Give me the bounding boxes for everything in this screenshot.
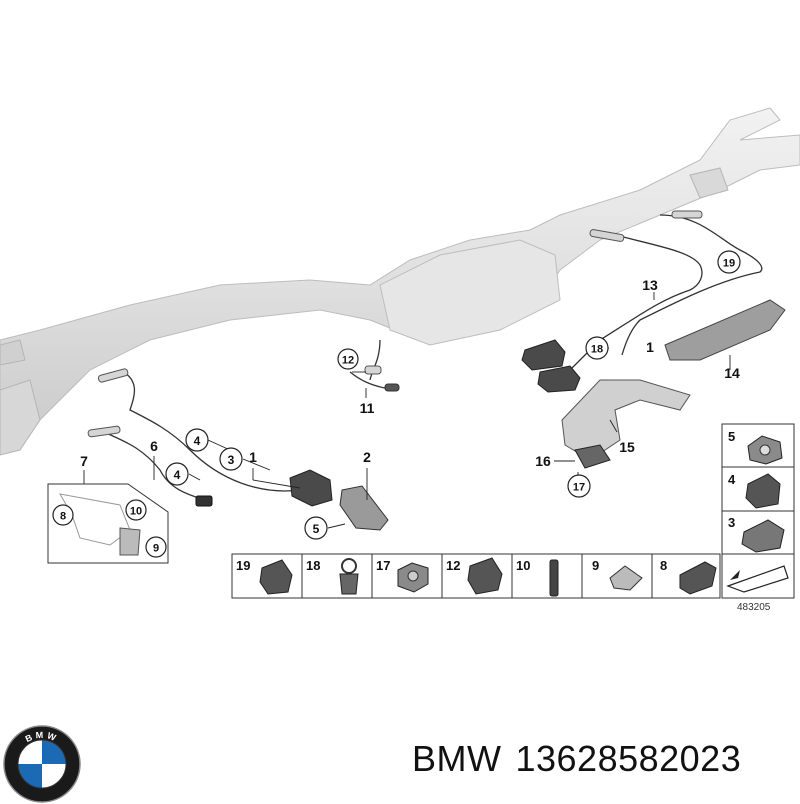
label-13: 13: [642, 277, 658, 293]
callout-4-lower: 4: [165, 462, 189, 486]
svg-text:3: 3: [228, 453, 235, 467]
svg-text:19: 19: [236, 558, 250, 573]
svg-text:8: 8: [660, 558, 667, 573]
svg-text:5: 5: [313, 522, 320, 536]
part-cell-18: 18: [306, 558, 359, 595]
callout-9: 9: [145, 536, 167, 558]
label-7: 7: [80, 453, 88, 469]
svg-text:4: 4: [728, 472, 736, 487]
label-15: 15: [619, 439, 635, 455]
exhaust-pipe: [0, 107, 800, 456]
part-cell-3: 3: [728, 515, 785, 553]
oxygen-sensor-left-upper: [97, 368, 129, 383]
svg-text:9: 9: [592, 558, 599, 573]
parts-column: 5 4 3: [721, 423, 795, 599]
svg-text:8: 8: [60, 511, 66, 523]
svg-text:12: 12: [446, 558, 460, 573]
callout-4-upper: 4: [185, 428, 209, 452]
part-cell-8: 8: [660, 558, 717, 595]
part-cell-4: 4: [728, 472, 781, 509]
callout-18: 18: [585, 336, 609, 360]
svg-text:10: 10: [130, 506, 142, 518]
part-number: 13628582023: [515, 738, 742, 779]
connector-18-upper: [521, 339, 566, 371]
part-cell-19: 19: [236, 558, 293, 595]
oxygen-sensor-left-lower: [87, 425, 121, 438]
svg-text:5: 5: [728, 429, 735, 444]
svg-text:17: 17: [573, 482, 585, 494]
brand-name: BMW: [412, 738, 502, 779]
insulation-arrow-icon: [726, 565, 789, 593]
svg-text:19: 19: [723, 258, 735, 270]
svg-text:18: 18: [306, 558, 320, 573]
callout-19: 19: [717, 250, 741, 274]
label-1: 1: [249, 449, 257, 465]
part-cell-10: 10: [516, 558, 559, 597]
callout-10: 10: [125, 499, 147, 521]
callout-3: 3: [219, 447, 243, 471]
parts-strip: 19 18 17 12 10 9 8: [231, 553, 721, 599]
svg-text:10: 10: [516, 558, 530, 573]
svg-text:9: 9: [153, 543, 159, 555]
diagram-id: 483205: [737, 602, 771, 613]
bmw-logo: BMW: [3, 725, 81, 803]
label-11: 11: [360, 400, 375, 416]
oxygen-sensor-right-upper: [671, 210, 703, 219]
svg-text:12: 12: [342, 355, 354, 367]
clip-16: [574, 444, 611, 469]
oxygen-sensor-center: [364, 365, 400, 392]
svg-text:4: 4: [194, 434, 201, 448]
svg-text:3: 3: [728, 515, 735, 530]
callout-5: 5: [304, 516, 328, 540]
label-14: 14: [724, 365, 740, 381]
callout-8: 8: [52, 504, 74, 526]
connector-bracket-2: [339, 485, 389, 531]
label-1-right: 1: [646, 339, 654, 355]
connector-1: [289, 469, 333, 507]
part-cell-9: 9: [592, 558, 643, 591]
svg-text:4: 4: [174, 468, 181, 482]
part-caption: BMW 13628582023: [412, 738, 755, 780]
label-16: 16: [535, 453, 551, 469]
connector-6: [195, 495, 213, 507]
part-cell-17: 17: [376, 558, 429, 593]
callout-12: 12: [337, 348, 359, 370]
label-6: 6: [150, 438, 158, 454]
heat-shield-14: [664, 299, 786, 361]
callout-17: 17: [567, 474, 591, 498]
svg-text:BMW: BMW: [24, 730, 60, 744]
oxygen-sensor-right-lower: [589, 229, 625, 242]
connector-18-lower: [537, 365, 581, 393]
svg-text:18: 18: [591, 344, 603, 356]
label-2: 2: [363, 449, 371, 465]
part-cell-12: 12: [446, 557, 503, 595]
part-cell-5: 5: [728, 429, 783, 465]
svg-text:17: 17: [376, 558, 390, 573]
